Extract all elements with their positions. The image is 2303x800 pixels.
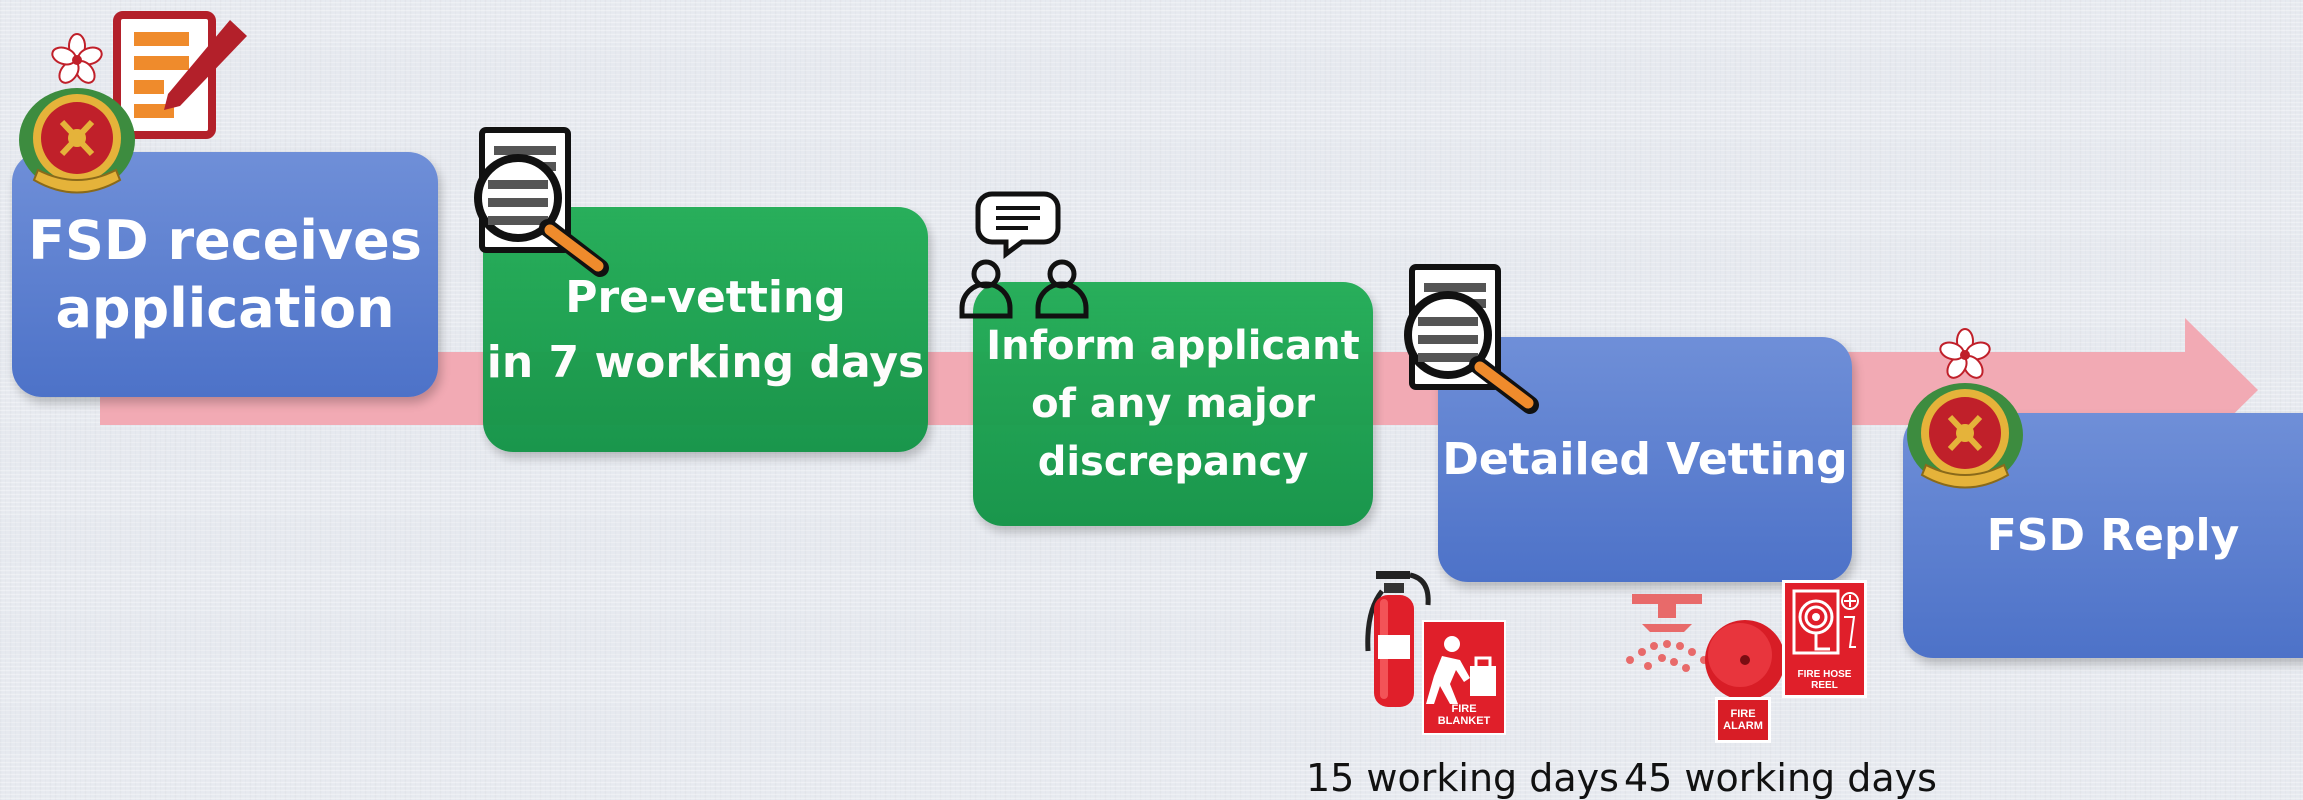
fire-blanket-sign-icon: FIRE BLANKET — [1422, 620, 1506, 735]
step-inform-box: Inform applicant of any major discrepanc… — [973, 282, 1373, 526]
magnifier-document-icon — [474, 127, 609, 277]
step-reply-label: FSD Reply — [1986, 509, 2240, 561]
document-edit-icon — [113, 11, 247, 139]
step-prevet-label: Pre-vetting in 7 working days — [486, 271, 925, 388]
sprinkler-icon — [1626, 594, 1708, 672]
fsd-emblem-icon — [19, 33, 135, 194]
step-inform-label: Inform applicant of any major discrepanc… — [986, 323, 1360, 485]
step-detailed-label: Detailed Vetting — [1442, 433, 1848, 485]
fire-hose-reel-sign-icon: FIRE HOSE REEL — [1782, 580, 1867, 698]
step-receive-label: FSD receives application — [28, 208, 422, 340]
fire-alarm-bell-icon: FIRE ALARM — [1700, 615, 1790, 745]
magnifier-document-icon — [1404, 264, 1539, 414]
duration-45-days: 45 working days — [1624, 756, 1937, 800]
people-chat-icon — [959, 191, 1089, 319]
fire-extinguisher-icon — [1365, 571, 1431, 707]
fire-alarm-label: FIRE ALARM — [1723, 708, 1763, 732]
fire-hose-reel-sign-label: FIRE HOSE REEL — [1797, 669, 1852, 691]
duration-15-days: 15 working days — [1306, 756, 1619, 800]
fire-blanket-sign-label: FIRE BLANKET — [1437, 703, 1491, 727]
fsd-emblem-icon — [1907, 328, 2023, 489]
